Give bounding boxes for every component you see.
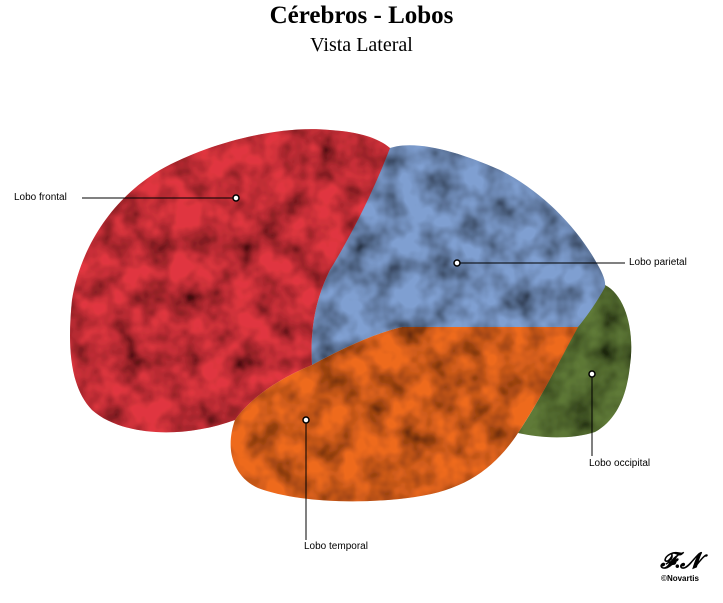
pointer-dot-temporal (302, 416, 310, 424)
page-subtitle: Vista Lateral (310, 34, 413, 56)
page-title: Cérebros - Lobos (269, 2, 454, 29)
label-parietal-lobe: Lobo parietal (629, 257, 687, 268)
label-frontal-lobe: Lobo frontal (14, 192, 67, 203)
label-temporal-lobe: Lobo temporal (304, 541, 368, 552)
artist-signature: 𝓕.𝓝 ©Novartis (650, 548, 710, 583)
pointer-dot-occipital (588, 370, 596, 378)
pointer-dot-frontal (232, 194, 240, 202)
lobe-parietal (311, 145, 606, 365)
label-occipital-lobe: Lobo occipital (589, 458, 651, 469)
lobe-occipital (518, 285, 632, 438)
pointer-dot-parietal (453, 259, 461, 267)
lobe-temporal (230, 327, 578, 502)
copyright-text: ©Novartis (661, 574, 699, 583)
lobe-frontal (70, 129, 391, 433)
signature-mark: 𝓕.𝓝 (660, 548, 701, 573)
